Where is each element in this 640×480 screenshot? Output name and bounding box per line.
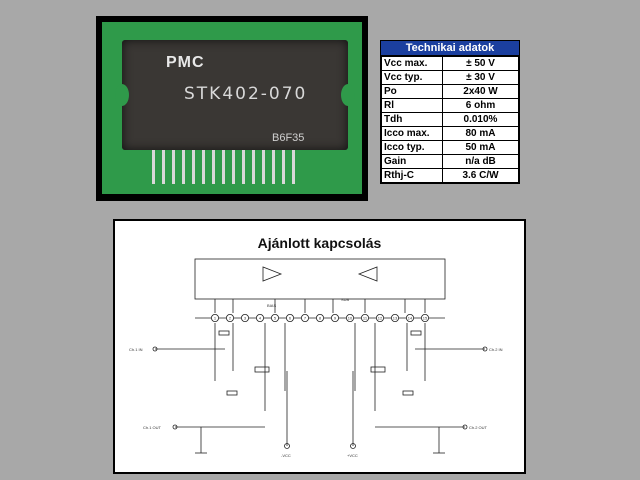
mounting-notch-left <box>115 84 129 106</box>
chip-pin <box>162 150 165 184</box>
vcc-plus-label: +VCC <box>347 453 358 458</box>
ch1-in-label: Ch.1 IN <box>129 347 143 352</box>
ic-pin <box>375 314 384 323</box>
ic-pin-number: 2 <box>229 316 232 321</box>
chip-pin <box>292 150 295 184</box>
bias-label: BIAS <box>267 303 276 308</box>
chip-pin <box>172 150 175 184</box>
pcb-background: PMC STK402-070 B6F35 <box>102 22 362 194</box>
chip-pin <box>272 150 275 184</box>
amp-ch1-symbol <box>262 266 283 282</box>
ch1-out-label: Ch.1 OUT <box>143 425 162 430</box>
ic-pin-number: 14 <box>408 316 413 321</box>
product-photo: PMC STK402-070 B6F35 <box>96 16 368 201</box>
specs-table-title: Technikai adatok <box>381 41 519 56</box>
ic-pin-number: 4 <box>259 316 262 321</box>
ic-pin-number: 9 <box>334 316 337 321</box>
spec-value: 3.6 C/W <box>442 168 519 183</box>
chip-pin <box>202 150 205 184</box>
amp-ch2-symbol <box>357 266 378 282</box>
ic-pin <box>211 314 220 323</box>
ic-pin-number: 3 <box>244 316 247 321</box>
ic-pin <box>330 314 339 323</box>
spec-key: Po <box>381 84 443 99</box>
spec-key: Vcc typ. <box>381 70 443 85</box>
ch2-in-label: Ch.2 IN <box>489 347 503 352</box>
ic-pin-number: 12 <box>378 316 383 321</box>
chip-pin <box>152 150 155 184</box>
chip-pin <box>242 150 245 184</box>
spec-value: ± 50 V <box>442 56 519 71</box>
ic-pin-number: 1 <box>214 316 217 321</box>
chip-pin <box>182 150 185 184</box>
ic-pin <box>241 314 250 323</box>
chip-pin <box>252 150 255 184</box>
ic-pin <box>300 314 309 323</box>
chip-code-text: B6F35 <box>272 132 305 144</box>
ic-pin-number: 11 <box>363 316 368 321</box>
ic-pin <box>360 314 369 323</box>
ic-outline <box>194 258 446 300</box>
spec-row: Icco max.80 mA <box>381 126 519 141</box>
spec-key: Rthj-C <box>381 168 443 183</box>
ic-pin-number: 8 <box>319 316 322 321</box>
spec-row: Vcc max.± 50 V <box>381 56 519 71</box>
vcc-minus-label: -VCC <box>281 453 291 458</box>
chip-model-text: STK402-070 <box>184 84 308 104</box>
ic-pin <box>390 314 399 323</box>
spec-value: 2x40 W <box>442 84 519 99</box>
spec-key: Icco max. <box>381 126 443 141</box>
chip-pin <box>192 150 195 184</box>
ic-pin <box>315 314 324 323</box>
spec-value: 80 mA <box>442 126 519 141</box>
spec-row: Icco typ.50 mA <box>381 140 519 155</box>
ic-pin <box>285 314 294 323</box>
ic-pin <box>345 314 354 323</box>
chip-pin <box>282 150 285 184</box>
spec-key: Rl <box>381 98 443 113</box>
spec-value: n/a dB <box>442 154 519 169</box>
ic-pin-number: 5 <box>274 316 277 321</box>
chip-pin <box>232 150 235 184</box>
ic-pin-number: 15 <box>423 316 428 321</box>
ic-pin <box>405 314 414 323</box>
ic-pin-number: 10 <box>348 316 353 321</box>
ic-pin-number: 13 <box>393 316 398 321</box>
mounting-notch-right <box>341 84 355 106</box>
ic-pin <box>270 314 279 323</box>
chip-pin <box>222 150 225 184</box>
ic-pin <box>226 314 235 323</box>
chip-pins <box>152 150 302 186</box>
chip-pin <box>212 150 215 184</box>
ic-chip: PMC STK402-070 B6F35 <box>115 40 355 150</box>
spec-row: Vcc typ.± 30 V <box>381 70 519 85</box>
spec-key: Vcc max. <box>381 56 443 71</box>
ch2-out-label: Ch.2 OUT <box>469 425 488 430</box>
ic-pin <box>420 314 429 323</box>
schematic-title: Ajánlott kapcsolás <box>257 235 382 251</box>
spec-value: ± 30 V <box>442 70 519 85</box>
chip-brand-text: PMC <box>166 54 205 71</box>
chip-pin <box>262 150 265 184</box>
sub-label: SUB <box>341 297 350 302</box>
spec-value: 50 mA <box>442 140 519 155</box>
ic-pin-number: 7 <box>304 316 307 321</box>
ic-pin <box>255 314 264 323</box>
spec-value: 0.010% <box>442 112 519 127</box>
spec-key: Icco typ. <box>381 140 443 155</box>
spec-key: Tdh <box>381 112 443 127</box>
spec-value: 6 ohm <box>442 98 519 113</box>
spec-key: Gain <box>381 154 443 169</box>
ic-pin-number: 6 <box>289 316 292 321</box>
